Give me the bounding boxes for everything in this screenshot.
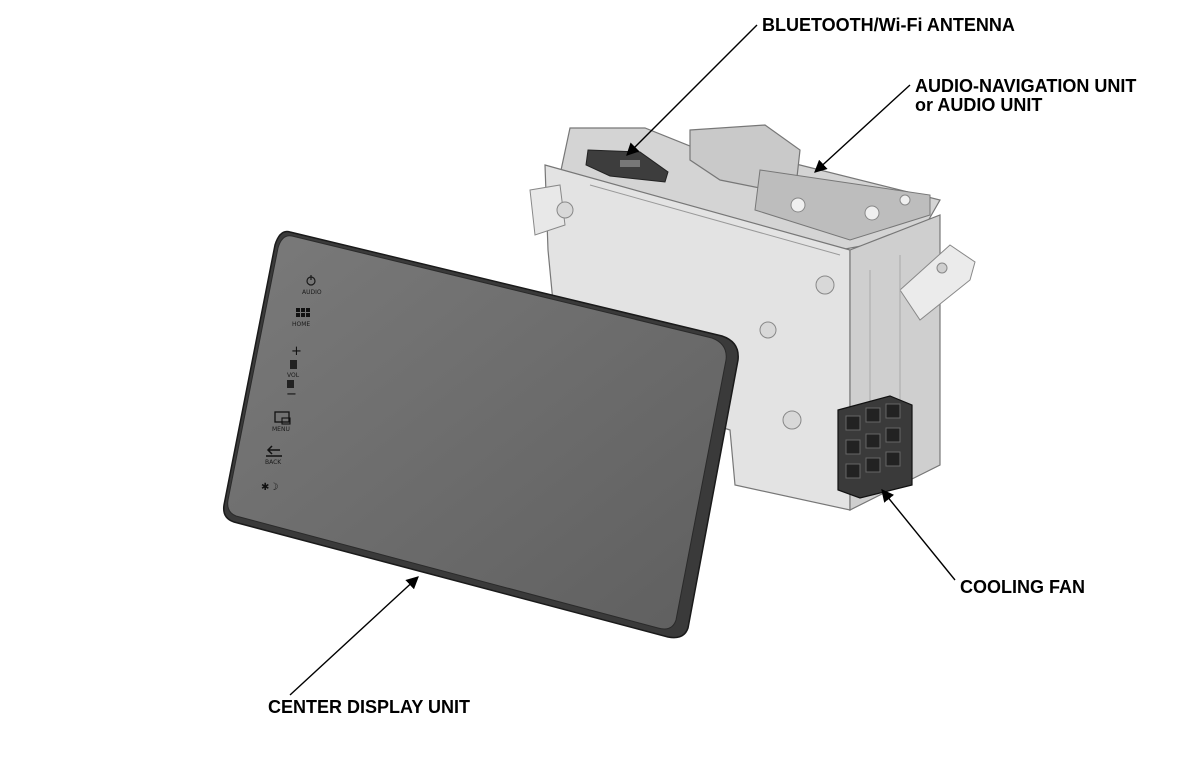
display-leader	[289, 576, 419, 696]
display-callout-label: CENTER DISPLAY UNIT	[268, 697, 471, 717]
volume-down-icon: −	[286, 387, 297, 402]
volume-up-icon: +	[291, 344, 302, 359]
center-display-unit: AUDIO HOME + VOL − MENU BACK ✱☽	[222, 230, 739, 639]
cooling-fan-callout-label: COOLING FAN	[960, 577, 1085, 597]
cooling-fan	[837, 395, 913, 499]
menu-button-label: MENU	[272, 426, 290, 433]
audio-unit-callout-label: AUDIO-NAVIGATION UNIT or AUDIO UNIT	[915, 77, 1136, 115]
home-grid-icon	[296, 308, 310, 317]
antenna-callout-label: BLUETOOTH/Wi-Fi ANTENNA	[762, 15, 1015, 35]
vol-button-label: VOL	[287, 372, 300, 379]
volume-speaker-icon	[290, 360, 297, 369]
audio-unit-leader	[814, 84, 911, 173]
home-button-label: HOME	[292, 321, 310, 328]
back-arrow-icon	[266, 445, 282, 457]
back-button-label: BACK	[265, 459, 282, 466]
audio-unit-callout-line1: AUDIO-NAVIGATION UNIT	[915, 76, 1137, 96]
leader-lines	[289, 24, 956, 696]
audio-unit-callout-line2: or AUDIO UNIT	[915, 95, 1043, 115]
antenna-leader	[626, 24, 758, 156]
audio-button-label: AUDIO	[302, 289, 322, 296]
cooling-fan-leader	[881, 489, 956, 581]
display-button-column: AUDIO HOME + VOL − MENU BACK ✱☽	[261, 275, 322, 493]
day-night-icon: ✱☽	[261, 482, 278, 493]
